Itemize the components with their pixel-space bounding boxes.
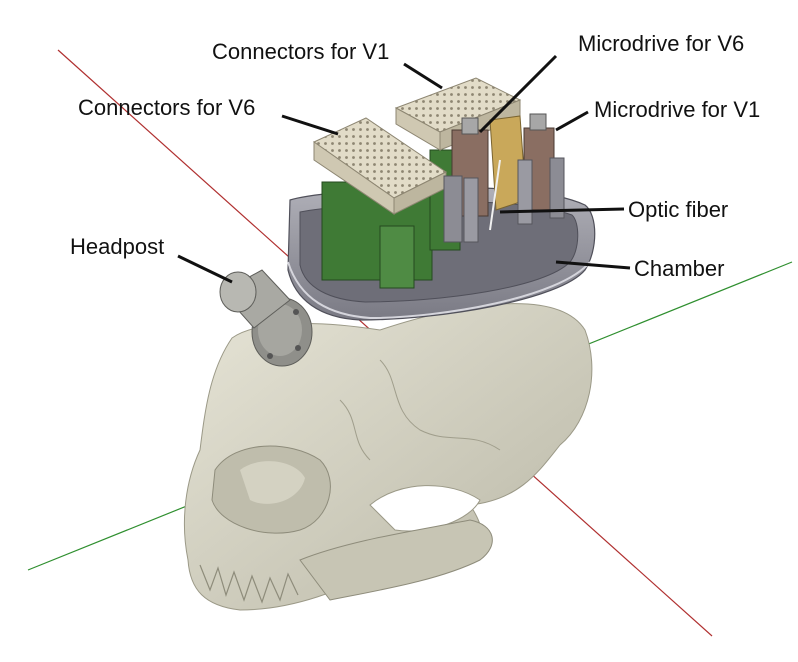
skull	[183, 303, 593, 611]
label-chamber: Chamber	[634, 256, 725, 281]
leader-connectors-v6	[281, 114, 339, 136]
leader-connectors-v1	[403, 62, 443, 90]
leader-microdrive-v6	[478, 54, 558, 134]
label-microdrive-v6: Microdrive for V6	[578, 31, 745, 56]
label-connectors-v1: Connectors for V1	[212, 39, 390, 64]
leader-lines	[177, 54, 631, 284]
microdrive-v6	[443, 115, 527, 243]
microdrive-v1	[517, 113, 565, 225]
label-optic-fiber: Optic fiber	[628, 197, 729, 222]
optic-fiber-line	[489, 159, 501, 231]
leader-optic-fiber	[499, 207, 625, 214]
connectors-v6-block	[313, 117, 447, 215]
leader-chamber	[555, 260, 631, 270]
label-microdrive-v1: Microdrive for V1	[594, 97, 761, 122]
leader-microdrive-v1	[555, 110, 589, 132]
leader-headpost	[177, 254, 233, 284]
label-headpost: Headpost	[70, 234, 165, 259]
label-connectors-v6: Connectors for V6	[78, 95, 256, 120]
